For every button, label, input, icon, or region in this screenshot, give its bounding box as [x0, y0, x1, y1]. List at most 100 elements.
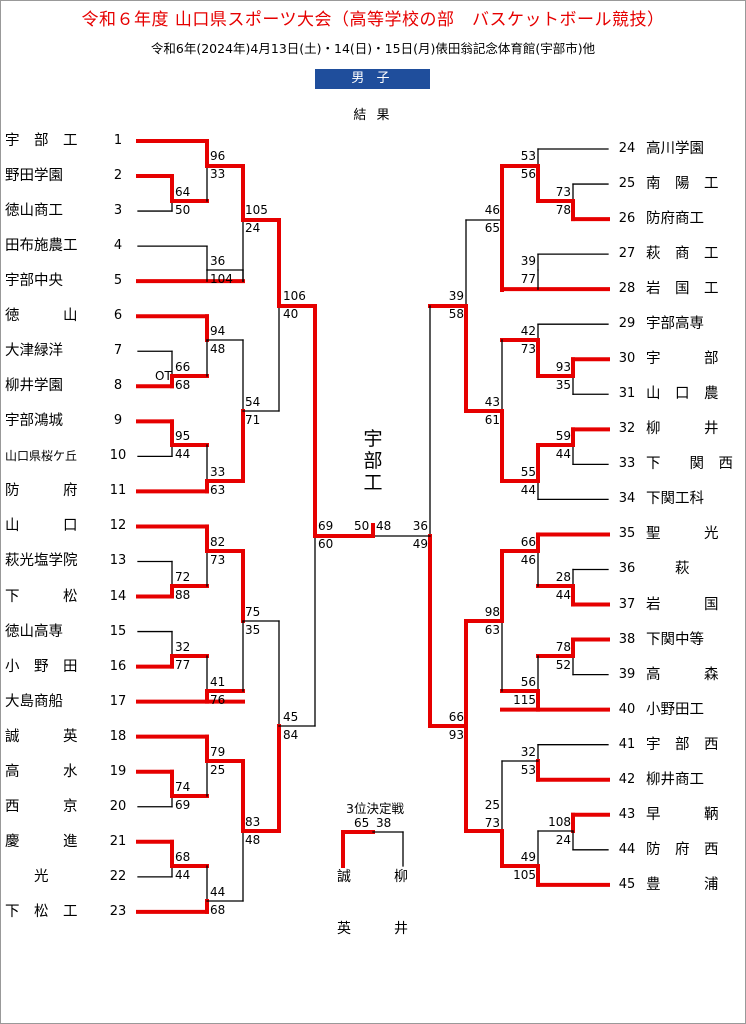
team-number-11: 11 [109, 483, 127, 499]
team-name-33: 下 関 西 [646, 456, 733, 473]
score-R-43v44-bot: 24 [556, 833, 571, 847]
score-final-right: 48 [376, 519, 391, 533]
team-number-18: 18 [109, 728, 127, 744]
team-number-19: 19 [109, 763, 127, 779]
team-name-27: 萩 商 工 [646, 246, 719, 263]
team-name-12: 山 口 [5, 518, 78, 535]
score-R-41v42-bot: 53 [521, 763, 536, 777]
team-name-14: 下 松 [5, 588, 78, 605]
team-name-9: 宇部鴻城 [5, 413, 63, 430]
score-R-qf-a-top: 39 [449, 289, 464, 303]
team-name-11: 防 府 [5, 483, 78, 500]
score-R-qf-b-bot: 93 [449, 728, 464, 742]
team-number-33: 33 [618, 456, 636, 472]
score-L-r2c-top: 75 [245, 605, 260, 619]
score-R-36v37-bot: 44 [556, 588, 571, 602]
score-L-11-top: 33 [210, 465, 225, 479]
score-L-2v3-bot: 50 [175, 203, 190, 217]
team-name-25: 南 陽 工 [646, 176, 719, 193]
score-R-29-top: 42 [521, 324, 536, 338]
team-name-41: 宇 部 西 [646, 736, 719, 753]
third-place-right-team-top: 柳 [394, 869, 408, 885]
score-R-r2b-bot: 61 [485, 413, 500, 427]
score-L-19v20-bot: 69 [175, 798, 190, 812]
team-number-3: 3 [113, 203, 123, 219]
team-name-1: 宇 部 工 [5, 133, 78, 149]
score-L-4v5-bot: 104 [210, 272, 233, 286]
team-number-9: 9 [113, 413, 123, 429]
score-R-29-bot: 73 [521, 342, 536, 356]
team-name-22: 光 [5, 868, 49, 885]
score-R-24-bot: 56 [521, 167, 536, 181]
third-place-left-team-bottom: 英 [337, 921, 351, 937]
team-number-44: 44 [618, 841, 636, 857]
team-number-43: 43 [618, 806, 636, 822]
team-number-26: 26 [618, 211, 636, 227]
team-number-8: 8 [113, 378, 123, 394]
score-L-r2d-top: 83 [245, 815, 260, 829]
team-name-28: 岩 国 工 [646, 281, 719, 298]
team-number-31: 31 [618, 386, 636, 402]
team-number-34: 34 [618, 491, 636, 507]
team-name-23: 下 松 工 [5, 903, 78, 920]
team-number-6: 6 [113, 308, 123, 324]
score-L-6-top: 94 [210, 324, 225, 338]
event-info: 令和6年(2024年)4月13日(土)・14(日)・15日(月)俵田翁記念体育館… [150, 41, 596, 56]
score-L-21v22-top: 68 [175, 850, 190, 864]
team-name-18: 誠 英 [5, 728, 78, 745]
team-name-40: 小野田工 [646, 701, 704, 718]
score-R-38v39-bot: 52 [556, 658, 571, 672]
team-name-13: 萩光塩学院 [5, 553, 78, 570]
team-name-21: 慶 進 [5, 833, 78, 850]
score-R-45-top: 49 [521, 850, 536, 864]
team-name-36: 萩 [646, 561, 690, 578]
score-L-15v16-bot: 77 [175, 658, 190, 672]
team-name-38: 下関中等 [646, 631, 704, 648]
team-number-13: 13 [109, 553, 127, 569]
team-number-24: 24 [618, 141, 636, 156]
score-L-9v10-top: 95 [175, 429, 190, 443]
team-number-30: 30 [618, 351, 636, 367]
team-name-2: 野田学園 [5, 168, 63, 185]
score-L-23-bot: 68 [210, 903, 225, 917]
team-number-10: 10 [109, 448, 127, 464]
team-number-17: 17 [109, 693, 127, 709]
score-R-25v26-top: 73 [556, 185, 571, 199]
score-R-r2d-top: 25 [485, 798, 500, 812]
team-number-37: 37 [618, 596, 636, 612]
team-name-32: 柳 井 [646, 421, 719, 438]
score-R-r2c-top: 98 [485, 605, 500, 619]
category-badge: 男 子 [315, 69, 430, 89]
score-R-40-bot: 115 [513, 693, 536, 707]
team-name-42: 柳井商工 [646, 771, 704, 788]
score-L-qf-b-top: 45 [283, 710, 298, 724]
score-L-4v5-top: 36 [210, 254, 225, 268]
score-L-11-bot: 63 [210, 483, 225, 497]
team-name-34: 下関工科 [646, 491, 704, 508]
team-number-25: 25 [618, 176, 636, 192]
score-L-sf-top: 69 [318, 519, 333, 533]
team-number-42: 42 [618, 771, 636, 787]
team-name-19: 高 水 [5, 763, 78, 780]
score-L-r2a-bot: 24 [245, 221, 260, 235]
team-name-4: 田布施農工 [5, 238, 78, 255]
team-name-7: 大津緑洋 [5, 343, 63, 360]
score-R-qf-b-top: 66 [449, 710, 464, 724]
score-L-19v20-top: 74 [175, 780, 190, 794]
score-R-r2b-top: 43 [485, 395, 500, 409]
team-number-22: 22 [109, 868, 127, 884]
score-L-23-top: 44 [210, 885, 225, 899]
team-name-6: 徳 山 [5, 308, 78, 325]
score-R-36v37-top: 28 [556, 570, 571, 584]
team-number-15: 15 [109, 623, 127, 639]
score-L-r2d-bot: 48 [245, 833, 260, 847]
score-TP-left-score: 65 [354, 816, 369, 830]
score-L-r2a-top: 105 [245, 203, 268, 217]
team-name-5: 宇部中央 [5, 273, 63, 290]
score-L-r2b-bot: 71 [245, 413, 260, 427]
score-R-32v33-bot: 44 [556, 447, 571, 461]
score-R-41v42-top: 32 [521, 745, 536, 759]
score-R-34-bot: 44 [521, 483, 536, 497]
score-L-2-v-winner: 33 [210, 167, 225, 181]
